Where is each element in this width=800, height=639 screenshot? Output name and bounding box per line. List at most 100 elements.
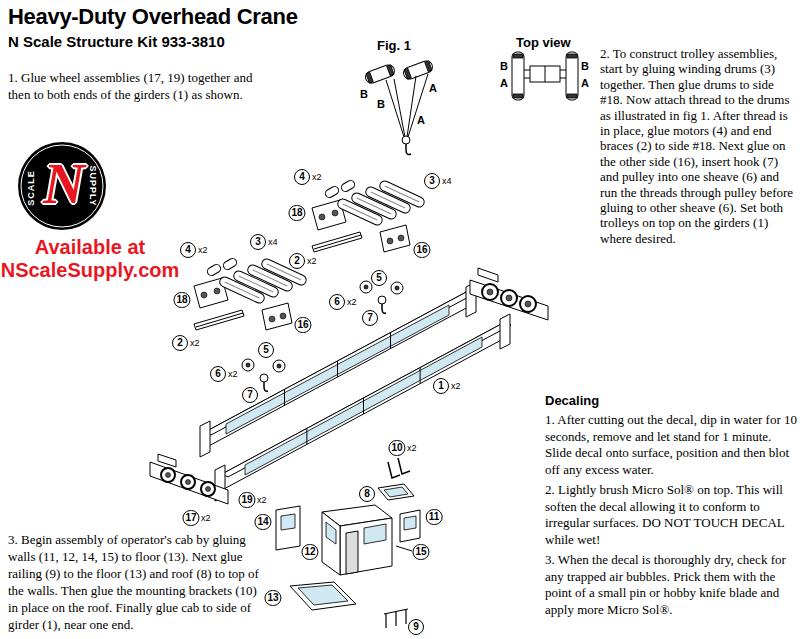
- section-heading: Decaling: [545, 393, 599, 409]
- quantity-label: x2: [201, 513, 211, 523]
- quantity-label: x4: [442, 176, 452, 186]
- figure-heading: Top view: [516, 35, 571, 51]
- thread-label: A: [581, 77, 589, 90]
- instruction-text: 1. Glue wheel assemblies (17, 19) togeth…: [8, 70, 266, 103]
- operator-cab: [340, 518, 392, 575]
- fig1-drums: [402, 136, 410, 144]
- subtitle: N Scale Structure Kit 933-3810: [8, 33, 225, 51]
- fig1-drums: [387, 65, 394, 76]
- quantity-label: x2: [451, 381, 461, 391]
- girder: [420, 368, 421, 384]
- thread-label: B: [360, 88, 368, 101]
- wheel-assembly: [482, 284, 498, 300]
- top-view-drawing: [512, 52, 524, 100]
- instruction-text: 2. Lightly brush Micro Sol® on top. This…: [545, 482, 797, 548]
- instruction-text: 3. Begin assembly of operator's cab by g…: [8, 531, 270, 633]
- fig1-drums: [386, 80, 404, 137]
- quantity-label: x2: [228, 369, 238, 379]
- quantity-label: x2: [190, 338, 200, 348]
- operator-cab: [322, 512, 340, 575]
- instruction-text: 3. When the decal is thoroughly dry, che…: [545, 552, 797, 618]
- callout-number: 8: [359, 486, 375, 502]
- callout-number: 7: [242, 387, 258, 403]
- operator-cab: [384, 609, 408, 628]
- operator-cab: [404, 516, 416, 530]
- operator-cab: [378, 484, 414, 500]
- wheel-assembly: [161, 468, 175, 482]
- callout-number: 19: [238, 492, 255, 508]
- operator-cab: [281, 514, 295, 530]
- callout-number: 11: [426, 509, 443, 525]
- wheel-assembly: [470, 280, 548, 320]
- thread-label: B: [581, 60, 589, 73]
- wheel-assembly: [181, 475, 195, 489]
- wheel-assembly: [501, 290, 517, 306]
- callout-number: 12: [301, 544, 318, 560]
- callout-number: 2: [289, 253, 305, 269]
- top-view-drawing: [512, 52, 578, 100]
- callout-number: 6: [329, 294, 345, 310]
- wheel-assembly: [150, 462, 228, 504]
- fig1-drums: [408, 74, 428, 137]
- callout-number: 10: [388, 440, 405, 456]
- quantity-label: x2: [307, 256, 317, 266]
- callout-number: 3: [424, 173, 440, 189]
- instruction-text: 2. To construct trolley assemblies, star…: [600, 46, 798, 246]
- girder: [200, 421, 210, 457]
- top-view-drawing: [567, 94, 577, 98]
- page-title: Heavy-Duty Overhead Crane: [8, 4, 298, 30]
- girder: [363, 398, 364, 414]
- callout-number: 7: [362, 310, 378, 326]
- girder: [500, 314, 510, 349]
- wheel-assembly: [520, 296, 536, 312]
- operator-cab: [298, 585, 348, 605]
- thread-label: B: [500, 60, 508, 73]
- top-view-drawing: [560, 78, 566, 79]
- quantity-label: x2: [312, 172, 322, 182]
- operator-cab: [400, 510, 420, 542]
- figure-heading: Fig. 1: [377, 38, 411, 54]
- top-view-drawing: [530, 66, 560, 82]
- fig1-drums: [364, 59, 434, 154]
- girder: [222, 322, 505, 490]
- wheel-assembly: [506, 295, 512, 301]
- wheel-assembly: [487, 289, 493, 295]
- fig1-drums: [404, 68, 411, 79]
- girder: [245, 337, 482, 475]
- fig1-drums: [402, 59, 434, 81]
- girder: [390, 333, 391, 349]
- top-view-drawing: [566, 52, 578, 100]
- operator-cab: [398, 458, 410, 474]
- callout-number: 16: [413, 242, 430, 258]
- top-view-drawing: [567, 54, 577, 58]
- wheel-assembly: [186, 480, 191, 485]
- thread-label: B: [377, 98, 385, 111]
- girder: [222, 322, 511, 477]
- fig1-drums: [364, 63, 396, 85]
- girder: [200, 282, 511, 501]
- promo-text: Available at NScaleSupply.com: [0, 236, 180, 282]
- operator-cab: [364, 524, 386, 544]
- operator-cab: [276, 506, 300, 550]
- trolley-assembly: [312, 179, 426, 313]
- callout-number: 13: [264, 590, 281, 606]
- callout-number: 5: [371, 270, 387, 286]
- quantity-label: x2: [257, 495, 267, 505]
- fig1-drums: [394, 79, 405, 137]
- logo-text: SUPPLY: [88, 165, 98, 206]
- girder: [306, 428, 307, 444]
- callout-number: 5: [258, 342, 274, 358]
- callout-number: 4: [294, 169, 310, 185]
- thread-label: A: [500, 77, 508, 90]
- callout-number: 15: [412, 544, 429, 560]
- thread-label: A: [417, 114, 425, 127]
- top-view-drawing: [513, 54, 523, 58]
- instruction-text: 1. After cutting out the decal, dip in w…: [545, 412, 797, 478]
- wheel-assembly: [206, 487, 211, 492]
- fig1-drums: [406, 144, 411, 155]
- callout-number: 18: [173, 292, 190, 308]
- callout-number: 17: [182, 510, 199, 526]
- trolley-assembly: [194, 257, 308, 391]
- callout-number: 14: [254, 514, 271, 530]
- wheel-assembly: [166, 473, 171, 478]
